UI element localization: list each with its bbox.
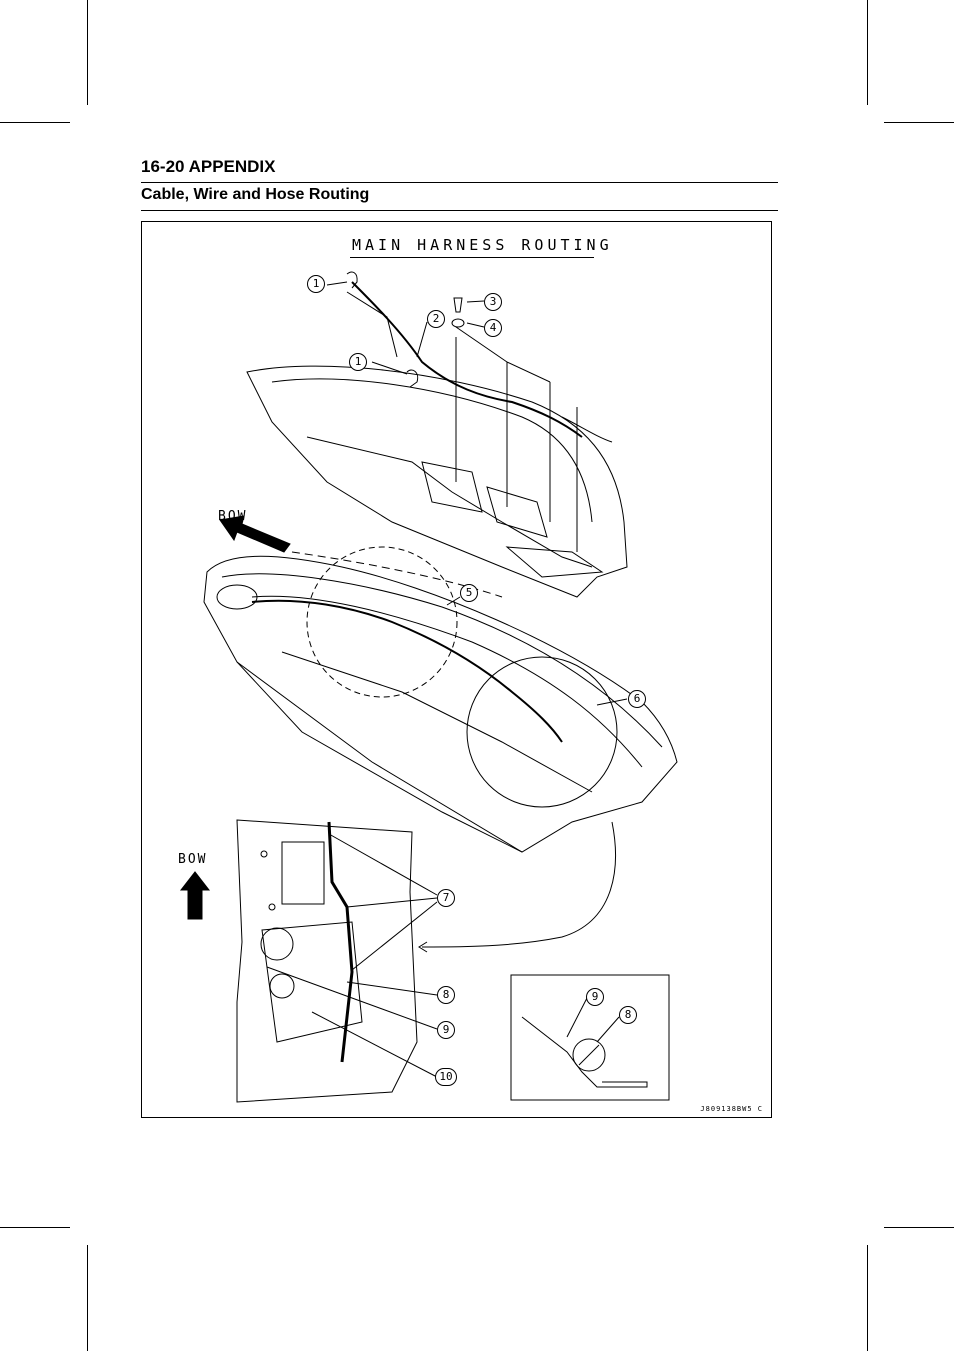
header-rule	[141, 182, 778, 183]
leader-line	[326, 281, 348, 286]
crop-mark	[0, 122, 70, 123]
upper-hull-outline	[246, 365, 628, 598]
upper-hull-deck	[306, 436, 593, 568]
bow-label-bottom: BOW	[178, 852, 208, 867]
clip-icon	[453, 297, 463, 313]
callout-6: 6	[628, 690, 646, 708]
detail-panel-hole	[260, 850, 268, 858]
bow-label-top: BOW	[218, 509, 248, 524]
harness-routing-figure: MAIN HARNESS ROUTING BOW BOW 1 1 2 3 4 5…	[141, 221, 772, 1118]
crop-mark	[884, 1227, 954, 1228]
detail-harness	[327, 821, 354, 1063]
leader-line	[506, 361, 551, 383]
harness-branch	[561, 416, 613, 443]
detail-panel-hole	[268, 903, 276, 911]
diagram-title-underline	[350, 257, 594, 258]
grommet-icon	[451, 318, 465, 328]
harness-diagram	[179, 271, 678, 1103]
watercraft-harness	[251, 599, 563, 743]
crop-mark	[87, 0, 88, 105]
callout-8: 8	[437, 986, 455, 1004]
main-harness-wire	[351, 281, 583, 438]
callout-9-inset: 9	[586, 988, 604, 1006]
leader-line	[466, 300, 485, 303]
leader-line	[596, 698, 628, 706]
leader-line	[371, 361, 408, 375]
callout-1: 1	[349, 353, 367, 371]
detail-cylinder	[260, 927, 294, 961]
crop-mark	[867, 0, 868, 105]
inset-hatch	[578, 1044, 600, 1066]
callout-2: 2	[427, 310, 445, 328]
page-header-title: 16-20 APPENDIX	[141, 157, 276, 176]
leader-line	[351, 901, 438, 971]
watercraft-floor	[281, 651, 593, 793]
section-title: Cable, Wire and Hose Routing	[141, 186, 370, 203]
crop-mark	[0, 1227, 70, 1228]
callout-1: 1	[307, 275, 325, 293]
detail-tank	[261, 921, 363, 1043]
leader-line	[311, 1011, 438, 1078]
upper-hull-plate	[505, 546, 604, 578]
leader-line	[446, 596, 461, 606]
watercraft-keel	[236, 661, 523, 853]
callout-5: 5	[460, 584, 478, 602]
leader-line	[466, 322, 485, 328]
diagram-title: MAIN HARNESS ROUTING	[352, 236, 613, 254]
leader-line	[266, 966, 438, 1030]
callout-9: 9	[437, 1021, 455, 1039]
crop-mark	[867, 1245, 868, 1351]
upper-hull-box	[421, 461, 483, 513]
upper-hull-inner	[271, 378, 593, 523]
leader-line	[566, 997, 588, 1038]
callout-4: 4	[484, 319, 502, 337]
bow-hatch	[216, 584, 258, 610]
detail-cylinder	[269, 973, 295, 999]
routing-arrow-line	[421, 821, 616, 948]
leader-line	[346, 897, 438, 908]
leader-line	[596, 1016, 620, 1043]
detail-panel-outline	[236, 819, 418, 1103]
upper-hull-box	[486, 486, 548, 538]
crop-mark	[884, 122, 954, 123]
watercraft-inner	[251, 595, 643, 768]
watercraft-dash-line	[291, 551, 503, 598]
inset-box	[510, 974, 670, 1101]
detail-panel-box	[281, 841, 325, 905]
leader-line	[346, 981, 438, 996]
leader-line	[328, 833, 438, 896]
crop-mark	[87, 1245, 88, 1351]
callout-3: 3	[484, 293, 502, 311]
watercraft-outline	[203, 555, 678, 853]
routing-arrow-head	[418, 941, 428, 953]
inset-bracket	[521, 1016, 648, 1088]
watercraft-gunwale	[221, 573, 663, 748]
bow-arrow-top	[219, 515, 291, 553]
detail-circle-5	[306, 546, 458, 698]
figure-code: J809138BW5 C	[700, 1105, 763, 1113]
bow-arrow-bottom	[179, 871, 211, 920]
leader-line	[455, 326, 508, 363]
callout-10: 10	[435, 1068, 457, 1086]
detail-circle-6	[466, 656, 618, 808]
section-rule	[141, 210, 778, 211]
clamp-icon	[406, 369, 419, 388]
harness-branch	[346, 291, 398, 358]
leader-line	[416, 321, 428, 358]
callout-7: 7	[437, 889, 455, 907]
inset-harness-cross	[572, 1038, 606, 1072]
clamp-icon	[346, 271, 358, 289]
callout-8-inset: 8	[619, 1006, 637, 1024]
